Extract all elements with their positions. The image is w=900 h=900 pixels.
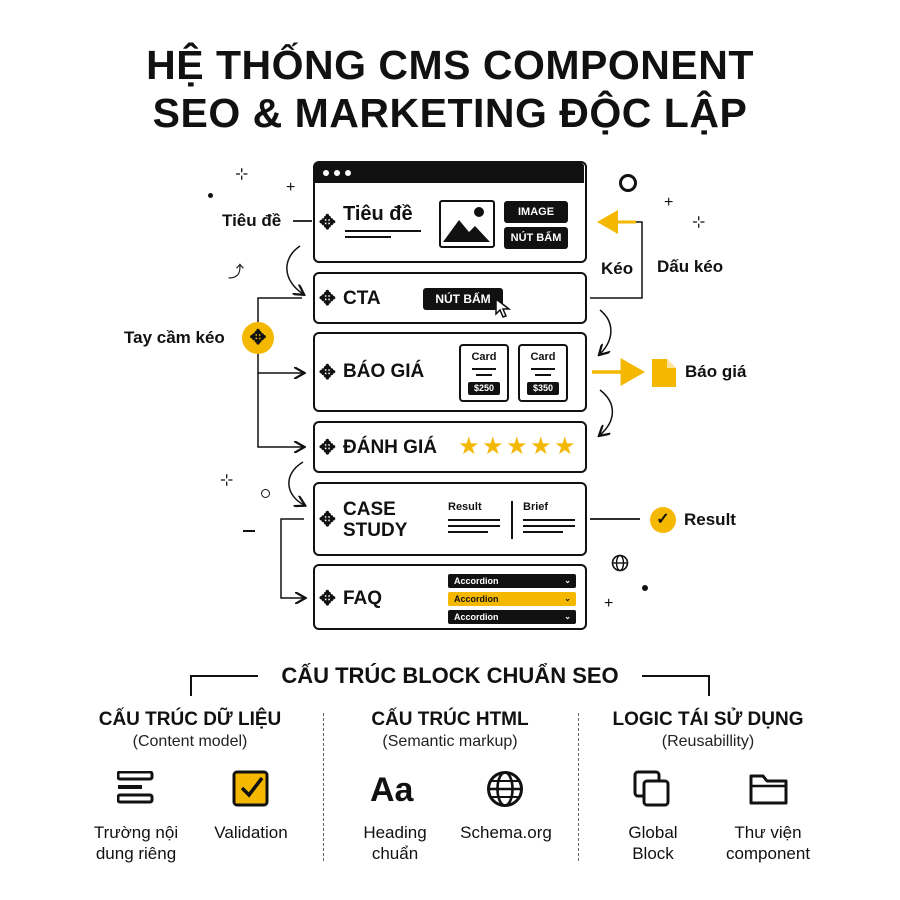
folder-icon <box>749 772 789 811</box>
check-icon: ✓ <box>650 507 676 533</box>
section-heading: CẤU TRÚC BLOCK CHUẨN SEO <box>281 663 619 688</box>
column-divider <box>511 501 513 539</box>
drag-handle-icon[interactable]: ✥ <box>319 588 336 610</box>
pricing-label: BÁO GIÁ <box>343 361 425 382</box>
image-button[interactable]: IMAGE <box>504 201 568 223</box>
file-icon <box>652 359 676 392</box>
accordion-item[interactable]: Accordion⌄ <box>448 610 576 624</box>
star-icon: ★ <box>530 433 552 460</box>
pricing-block[interactable]: ✥ BÁO GIÁ Card $250 Card $350 <box>313 332 587 412</box>
cta-button[interactable]: NÚT BẤM <box>423 288 503 310</box>
hero-title-label: Tiêu đề <box>343 203 413 225</box>
column-subtitle: (Content model) <box>132 733 248 750</box>
list-icon <box>116 770 155 812</box>
browser-bar <box>315 163 584 183</box>
star-icon: ★ <box>554 433 576 460</box>
hero-cta-button[interactable]: NÚT BẤM <box>504 227 568 249</box>
sparkle-icon: ⊹ <box>235 166 249 183</box>
column-divider <box>323 713 324 861</box>
page-title-line2: SEO & MARKETING ĐỘC LẬP <box>152 90 748 136</box>
drag-handle-icon[interactable]: ✥ <box>319 362 336 384</box>
sparkle-icon: ⊹ <box>220 472 234 489</box>
dot-icon <box>208 193 213 198</box>
globe-icon <box>486 770 524 813</box>
section-bracket <box>190 675 710 696</box>
column-divider <box>578 713 579 861</box>
drag-annotation: Kéo <box>601 259 634 278</box>
review-block[interactable]: ✥ ĐÁNH GIÁ ★ ★ ★ ★ ★ <box>313 421 587 473</box>
accordion-item-active[interactable]: Accordion⌄ <box>448 592 576 606</box>
star-icon: ★ <box>458 433 480 460</box>
brief-column-title: Brief <box>523 501 549 513</box>
plus-icon: + <box>286 179 296 196</box>
drag-handle-icon[interactable]: ✥ <box>319 509 336 531</box>
case-label-line1: CASE <box>343 499 396 520</box>
image-icon <box>439 200 495 248</box>
page-title-line1: HỆ THỐNG CMS COMPONENT <box>146 42 754 88</box>
item-label: Validation <box>214 823 288 842</box>
column-title: LOGIC TÁI SỬ DỤNG <box>612 709 804 730</box>
chevron-down-icon: ⌄ <box>564 612 571 621</box>
title-annotation: Tiêu đề <box>222 211 282 230</box>
copy-icon <box>633 770 671 813</box>
plus-icon: + <box>664 194 674 211</box>
cursor-icon <box>495 297 512 323</box>
star-icon: ★ <box>482 433 504 460</box>
column-subtitle: (Semantic markup) <box>382 733 518 750</box>
accordion-item[interactable]: Accordion⌄ <box>448 574 576 588</box>
item-label: Schema.org <box>460 823 552 842</box>
checkbox-icon <box>232 770 270 813</box>
cta-block[interactable]: ✥ CTA NÚT BẤM <box>313 272 587 324</box>
price-card[interactable]: Card $350 <box>518 344 568 402</box>
drag-handle-icon[interactable]: ✥ <box>319 437 336 459</box>
faq-block[interactable]: ✥ FAQ Accordion⌄ Accordion⌄ Accordion⌄ <box>313 564 587 630</box>
case-study-block[interactable]: ✥ CASE STUDY Result Brief <box>313 482 587 556</box>
review-label: ĐÁNH GIÁ <box>343 437 437 458</box>
drag-handle-icon[interactable]: ✥ <box>319 212 336 234</box>
circle-icon <box>261 489 270 498</box>
link-icon: ⤴ <box>228 264 245 281</box>
star-icon: ★ <box>506 433 528 460</box>
result-annotation: Result <box>684 510 736 529</box>
dot-icon <box>642 585 648 591</box>
column-subtitle: (Reusabillity) <box>661 733 755 750</box>
move-handle-icon: ✥ <box>242 322 274 354</box>
typography-icon: Aa <box>370 771 414 809</box>
column-title: CẤU TRÚC HTML <box>371 709 529 730</box>
case-label-line2: STUDY <box>343 520 408 541</box>
faq-label: FAQ <box>343 588 383 609</box>
chevron-down-icon: ⌄ <box>564 594 571 603</box>
price-card[interactable]: Card $250 <box>459 344 509 402</box>
sparkle-icon: ⊹ <box>692 214 706 231</box>
cta-label: CTA <box>343 288 381 309</box>
dash-icon <box>243 530 255 532</box>
drag-handle-icon[interactable]: ✥ <box>319 288 336 310</box>
chevron-down-icon: ⌄ <box>564 576 571 585</box>
price-value: $250 <box>468 382 500 395</box>
globe-icon <box>611 554 629 577</box>
result-column-title: Result <box>448 501 482 513</box>
price-value: $350 <box>527 382 559 395</box>
pricing-file-annotation: Báo giá <box>685 362 747 381</box>
drag-handle-annotation: Tay cầm kéo <box>124 328 225 347</box>
column-title: CẤU TRÚC DỮ LIỆU <box>98 709 282 730</box>
hero-block[interactable]: ✥ Tiêu đề IMAGE NÚT BẤM <box>313 161 587 263</box>
plus-icon: + <box>604 595 614 612</box>
drag-mark-annotation: Dấu kéo <box>657 257 724 276</box>
gear-icon <box>619 174 637 192</box>
